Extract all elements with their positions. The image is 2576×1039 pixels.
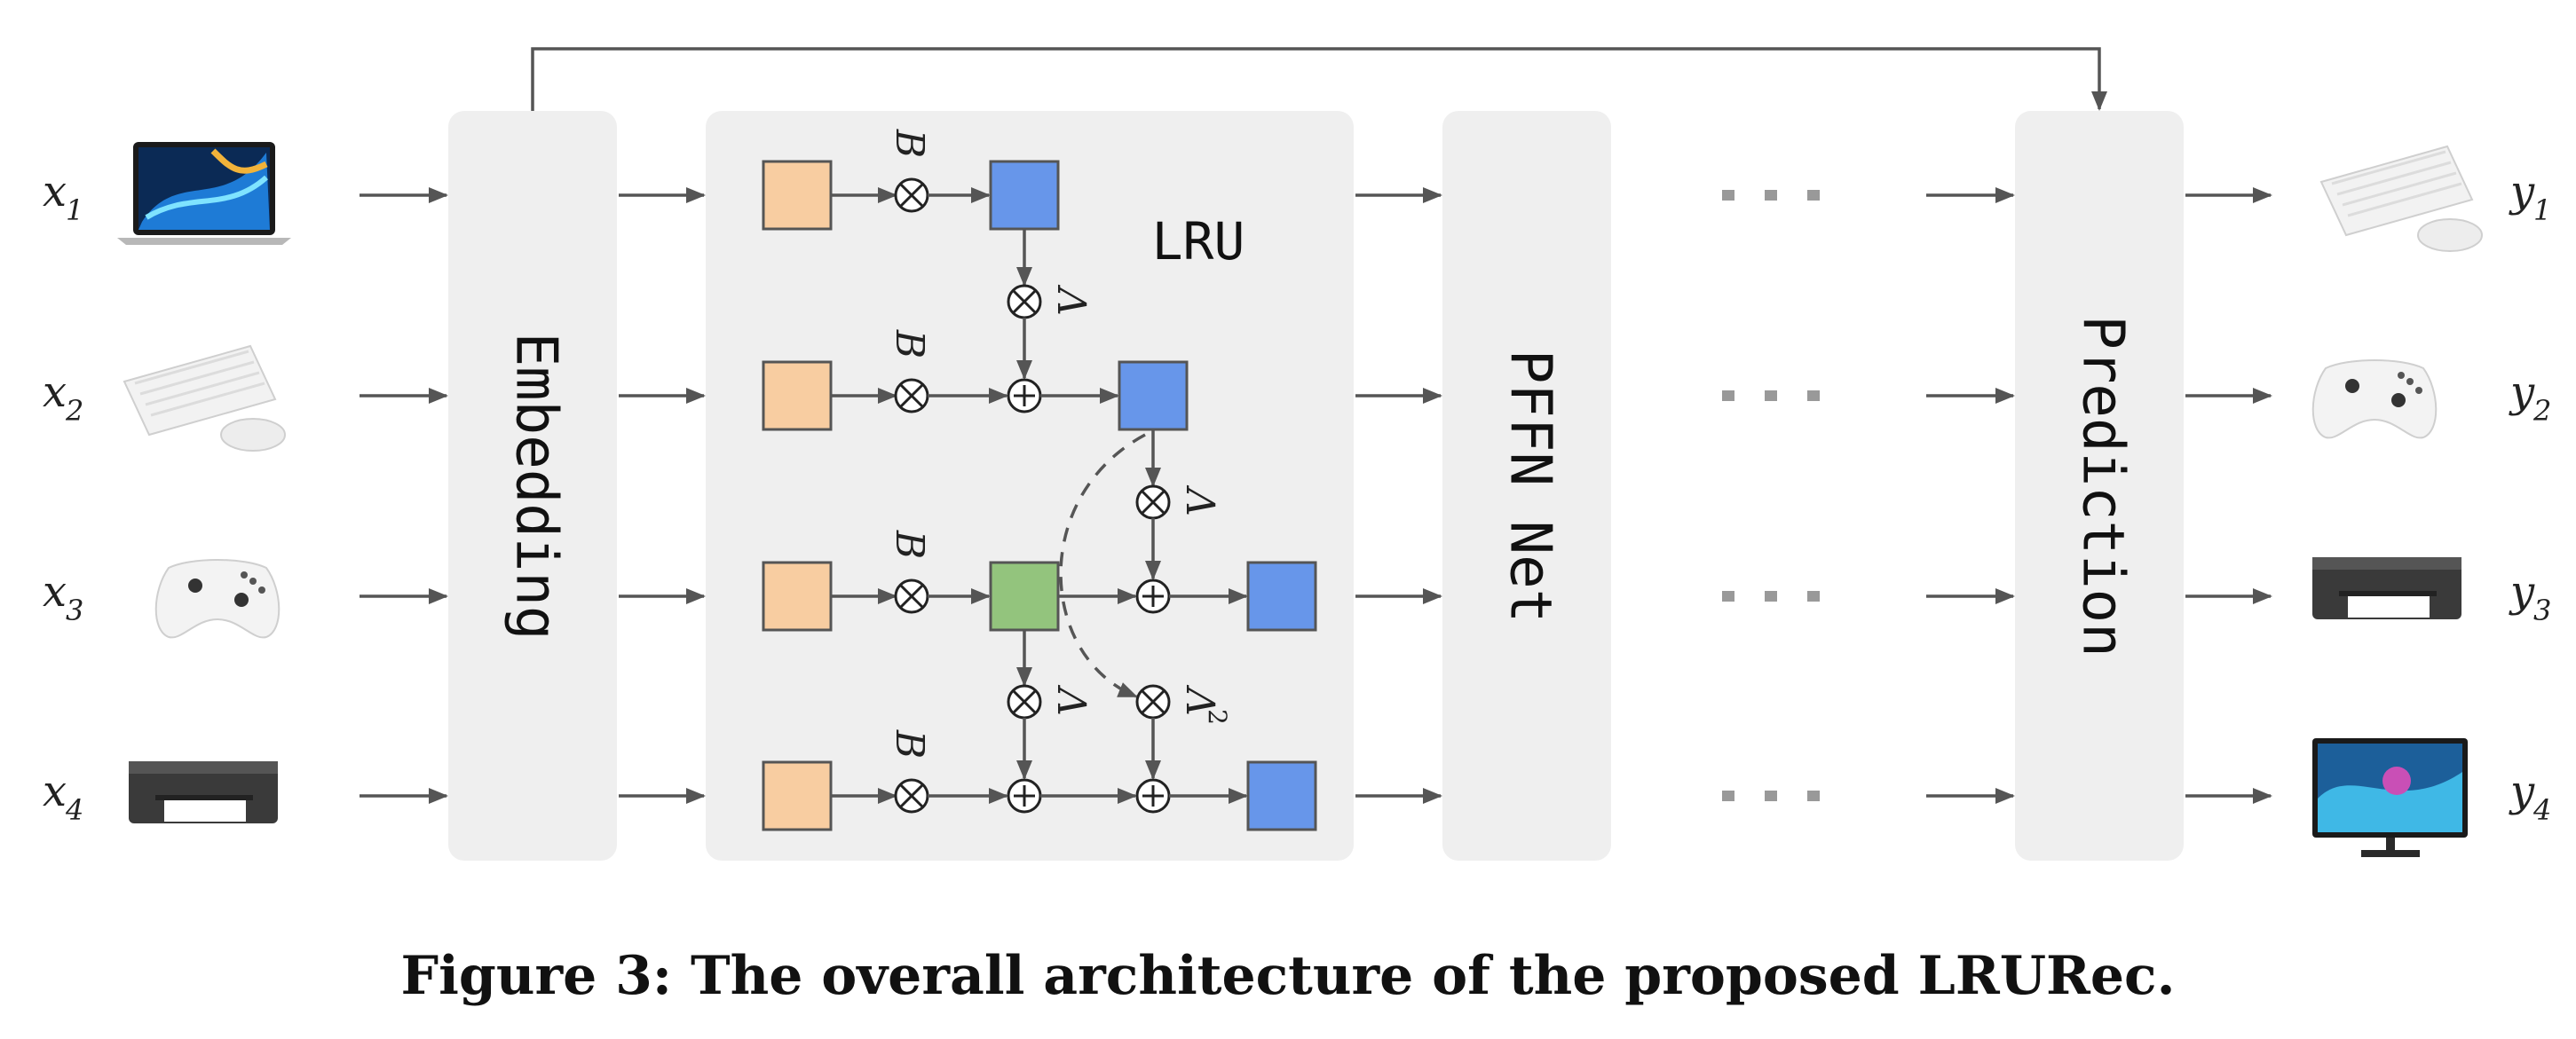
multiply-op-b2 — [894, 378, 929, 413]
svg-text:x: x — [43, 567, 67, 617]
lambda-squared-sup: 2 — [1203, 709, 1232, 725]
svg-text:2: 2 — [65, 394, 83, 428]
pffn-label: PFFN Net — [1497, 350, 1562, 623]
printer-icon — [2312, 557, 2461, 619]
figure-caption: Figure 3: The overall architecture of th… — [401, 945, 2176, 1007]
lru-label: LRU — [1152, 211, 1245, 272]
lru-internals: B B B B Λ Λ Λ — [762, 129, 1317, 831]
svg-text:x: x — [43, 367, 67, 417]
svg-text:y: y — [2509, 167, 2535, 216]
input-label-3: x3 — [43, 567, 83, 627]
input-label-1: x1 — [43, 167, 83, 227]
multiply-op-b1 — [894, 177, 929, 213]
lambda-squared-label: Λ — [1177, 684, 1222, 716]
lambda-label-1: Λ — [1048, 284, 1094, 316]
multiply-op-lambda2 — [1135, 484, 1171, 520]
multiply-op-b4 — [894, 778, 929, 814]
svg-text:y: y — [2509, 567, 2535, 617]
svg-text:2: 2 — [2533, 394, 2551, 428]
output-label-4: y4 — [2509, 767, 2551, 827]
svg-text:y: y — [2509, 367, 2535, 417]
svg-text:4: 4 — [2533, 793, 2551, 827]
input-box-1 — [762, 160, 833, 231]
input-label-4: x4 — [43, 767, 83, 827]
game-controller-icon — [2311, 359, 2438, 439]
svg-text:1: 1 — [66, 193, 83, 227]
b-label-1: B — [887, 129, 932, 158]
keyboard-mouse-icon — [2319, 145, 2483, 252]
lambda-label-2: Λ — [1177, 484, 1222, 516]
add-op-row2 — [1007, 378, 1042, 413]
state-box-4 — [1246, 760, 1317, 831]
svg-text:x: x — [43, 167, 67, 216]
input-box-4 — [762, 760, 833, 831]
b-label-3: B — [887, 530, 932, 559]
laptop-icon — [117, 142, 291, 245]
state-box-1 — [989, 160, 1060, 231]
svg-text:y: y — [2509, 767, 2535, 816]
add-op-row4a — [1007, 778, 1042, 814]
output-label-2: y2 — [2509, 367, 2551, 428]
dashed-skip-curve — [1059, 433, 1146, 698]
prediction-panel — [2015, 111, 2184, 861]
svg-text:x: x — [43, 767, 67, 816]
row-arrows — [360, 187, 2272, 804]
multiply-op-lambda-squared — [1135, 684, 1171, 720]
multiply-op-b3 — [894, 579, 929, 614]
output-label-3: y3 — [2509, 567, 2551, 627]
multiply-op-lambda1 — [1007, 284, 1042, 319]
game-controller-icon — [154, 559, 281, 639]
keyboard-mouse-icon — [122, 344, 286, 452]
embedding-label: Embedding — [502, 333, 568, 641]
add-op-row3 — [1135, 579, 1171, 614]
svg-text:4: 4 — [65, 793, 83, 827]
add-op-row4b — [1135, 778, 1171, 814]
state-box-2 — [1118, 360, 1189, 431]
embedding-panel — [448, 111, 617, 861]
svg-text:3: 3 — [66, 594, 83, 627]
pffn-panel — [1442, 111, 1611, 861]
lru-panel — [706, 111, 1354, 861]
lambda-label-3: Λ — [1048, 684, 1094, 716]
skip-connection-arrow — [531, 47, 2107, 111]
input-label-2: x2 — [43, 367, 83, 428]
svg-text:1: 1 — [2533, 193, 2551, 227]
svg-text:3: 3 — [2533, 594, 2551, 627]
output-label-1: y1 — [2509, 167, 2551, 227]
b-label-4: B — [887, 729, 932, 759]
state-box-3 — [1246, 561, 1317, 632]
input-box-2 — [762, 360, 833, 431]
input-box-3 — [762, 561, 833, 632]
ellipsis-dots — [1722, 190, 1820, 801]
monitor-icon — [2312, 738, 2468, 857]
printer-icon — [129, 761, 278, 823]
highlight-box-3 — [989, 561, 1060, 632]
multiply-op-lambda3 — [1007, 684, 1042, 720]
prediction-label: Prediction — [2069, 315, 2135, 657]
b-label-2: B — [887, 329, 932, 358]
